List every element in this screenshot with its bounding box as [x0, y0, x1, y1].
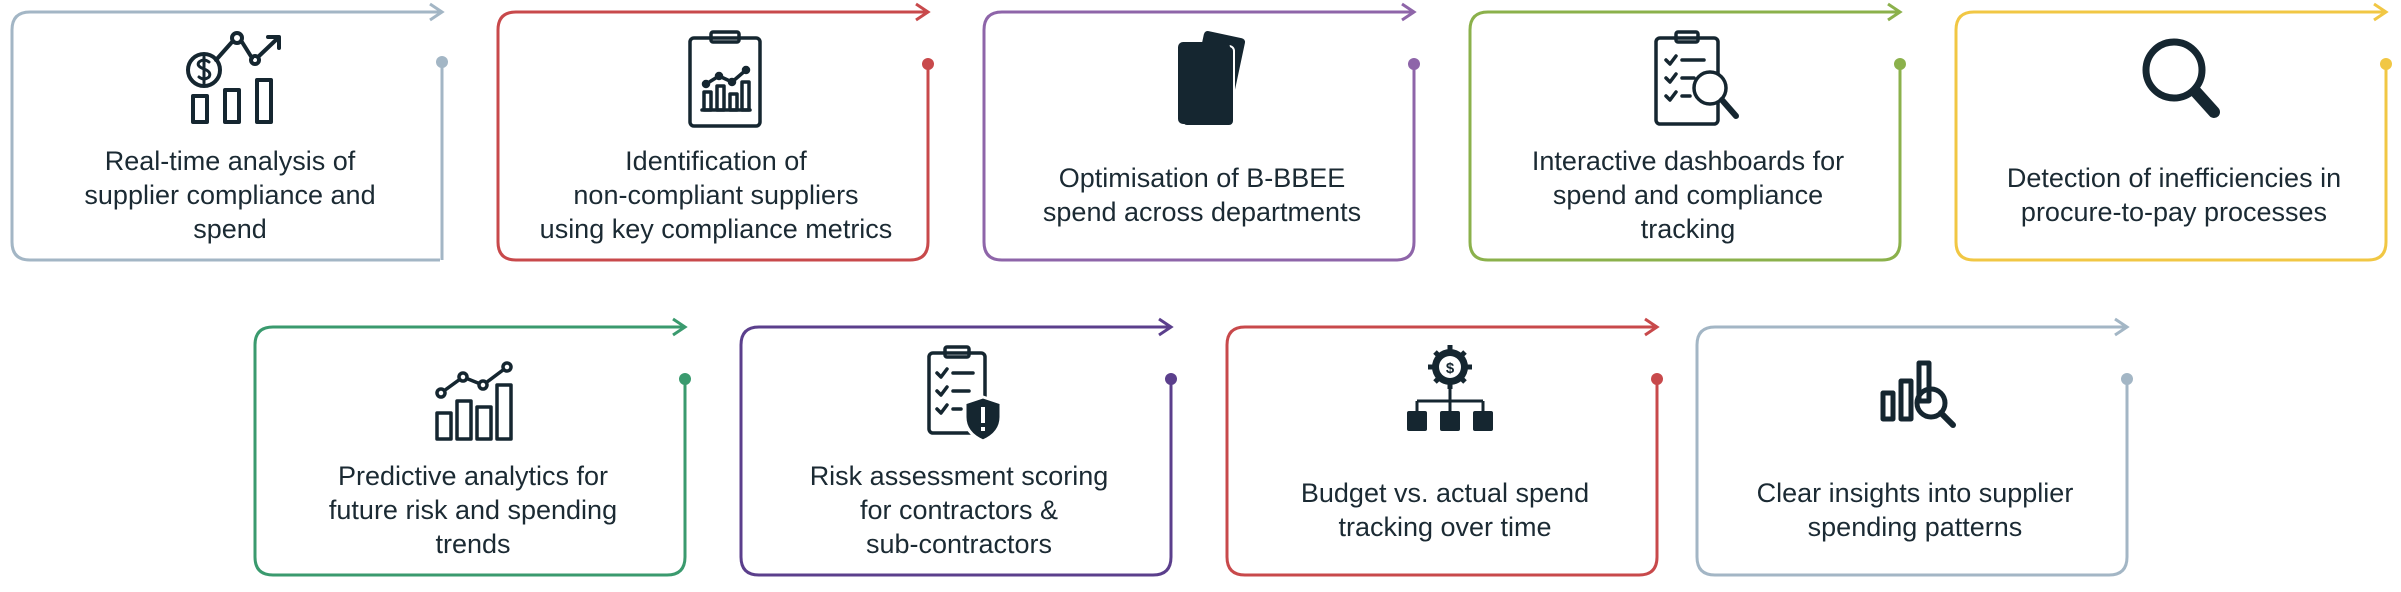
feature-card-4: Interactive dashboards for spend and com… [1468, 2, 1908, 262]
card-label: Optimisation of B-BBEE spend across depa… [1042, 163, 1362, 227]
feature-card-2: Identification of non-compliant supplier… [496, 2, 936, 262]
card-label: Real-time analysis of supplier complianc… [84, 146, 376, 244]
feature-card-9: Clear insights into supplier spending pa… [1695, 317, 2135, 577]
card-label: Identification of non-compliant supplier… [539, 146, 893, 244]
checklist-shield-icon [927, 345, 1003, 443]
trend-bars-icon [435, 361, 513, 441]
budget-hierarchy-icon: $ [1407, 345, 1493, 431]
card-frame [1954, 2, 2392, 262]
clipboard-chart-icon [688, 30, 762, 128]
feature-card-8: $ Budget vs. actual spend tracking over … [1225, 317, 1665, 577]
card-label: Detection of inefficiencies in procure-t… [2006, 163, 2342, 227]
card-frame [739, 317, 1177, 577]
analytics-dollar-icon [186, 31, 281, 124]
card-frame [496, 2, 934, 262]
feature-card-1: Real-time analysis of supplier complianc… [10, 2, 450, 262]
feature-card-6: Predictive analytics for future risk and… [253, 317, 693, 577]
cards-icon [1178, 31, 1246, 127]
card-frame [982, 2, 1420, 262]
svg-text:$: $ [1446, 360, 1455, 377]
card-frame [10, 2, 448, 262]
card-label: Clear insights into supplier spending pa… [1756, 478, 2074, 542]
card-label: Budget vs. actual spend tracking over ti… [1300, 478, 1590, 542]
magnifier-icon [2142, 38, 2220, 118]
card-label: Interactive dashboards for spend and com… [1531, 146, 1845, 244]
card-label: Risk assessment scoring for contractors … [809, 461, 1109, 559]
card-frame [1468, 2, 1906, 262]
card-frame [1225, 317, 1663, 577]
card-frame [253, 317, 691, 577]
checklist-search-icon [1654, 30, 1739, 126]
card-frame [1695, 317, 2133, 577]
feature-card-3: Optimisation of B-BBEE spend across depa… [982, 2, 1422, 262]
feature-card-7: Risk assessment scoring for contractors … [739, 317, 1179, 577]
card-label: Predictive analytics for future risk and… [328, 461, 618, 559]
feature-card-5: Detection of inefficiencies in procure-t… [1954, 2, 2394, 262]
bars-magnifier-icon [1880, 360, 1956, 428]
